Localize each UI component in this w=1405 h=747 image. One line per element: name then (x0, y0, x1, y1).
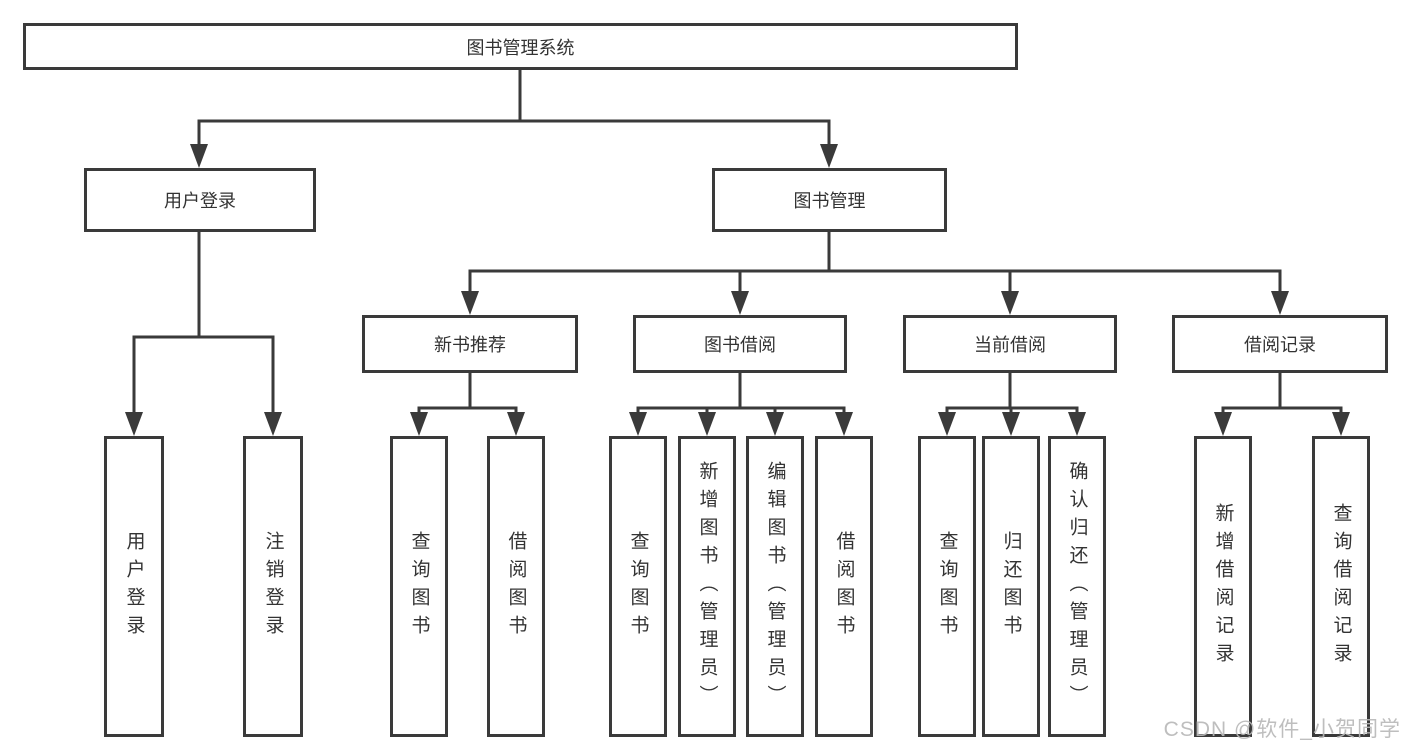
node-label: 查询图书 (408, 530, 430, 643)
leaf-query-books-recommend: 查询图书 (390, 436, 448, 737)
node-new-book-recommend: 新书推荐 (362, 315, 578, 373)
leaf-add-books-admin: 新增图书（管理员） (678, 436, 736, 737)
csdn-watermark: CSDN @软件_小贺同学 (1163, 718, 1401, 741)
node-borrowing-records: 借阅记录 (1172, 315, 1388, 373)
leaf-confirm-return-admin: 确认归还（管理员） (1048, 436, 1106, 737)
node-label: 新增借阅记录 (1212, 502, 1234, 671)
node-label: 确认归还（管理员） (1066, 460, 1088, 713)
leaf-user-login: 用户登录 (104, 436, 164, 737)
leaf-query-borrow-record: 查询借阅记录 (1312, 436, 1370, 737)
node-user-login: 用户登录 (84, 168, 316, 232)
node-label: 用户登录 (164, 191, 236, 211)
node-label: 查询借阅记录 (1330, 502, 1352, 671)
node-book-borrowing: 图书借阅 (633, 315, 847, 373)
leaf-return-books: 归还图书 (982, 436, 1040, 737)
leaf-query-books-borrowing: 查询图书 (609, 436, 667, 737)
node-label: 用户登录 (123, 530, 145, 643)
node-root-system: 图书管理系统 (23, 23, 1018, 70)
node-label: 借阅图书 (505, 530, 527, 643)
node-label: 归还图书 (1000, 530, 1022, 643)
node-label: 新增图书（管理员） (696, 460, 718, 713)
leaf-edit-books-admin: 编辑图书（管理员） (746, 436, 804, 737)
node-label: 图书管理系统 (466, 37, 575, 58)
node-label: 图书管理 (793, 191, 866, 211)
node-label: 新书推荐 (434, 335, 506, 355)
leaf-borrow-books-recommend: 借阅图书 (487, 436, 545, 737)
node-book-management: 图书管理 (712, 168, 947, 232)
leaf-logout: 注销登录 (243, 436, 303, 737)
node-label: 借阅记录 (1244, 335, 1316, 355)
node-label: 编辑图书（管理员） (764, 460, 786, 713)
node-label: 借阅图书 (833, 530, 855, 643)
node-current-borrowing: 当前借阅 (903, 315, 1117, 373)
node-label: 注销登录 (262, 530, 284, 643)
node-label: 查询图书 (936, 530, 958, 643)
leaf-query-books-current: 查询图书 (918, 436, 976, 737)
node-label: 图书借阅 (704, 335, 776, 355)
leaf-borrow-books: 借阅图书 (815, 436, 873, 737)
leaf-add-borrow-record: 新增借阅记录 (1194, 436, 1252, 737)
node-label: 当前借阅 (974, 335, 1046, 355)
node-label: 查询图书 (627, 530, 649, 643)
